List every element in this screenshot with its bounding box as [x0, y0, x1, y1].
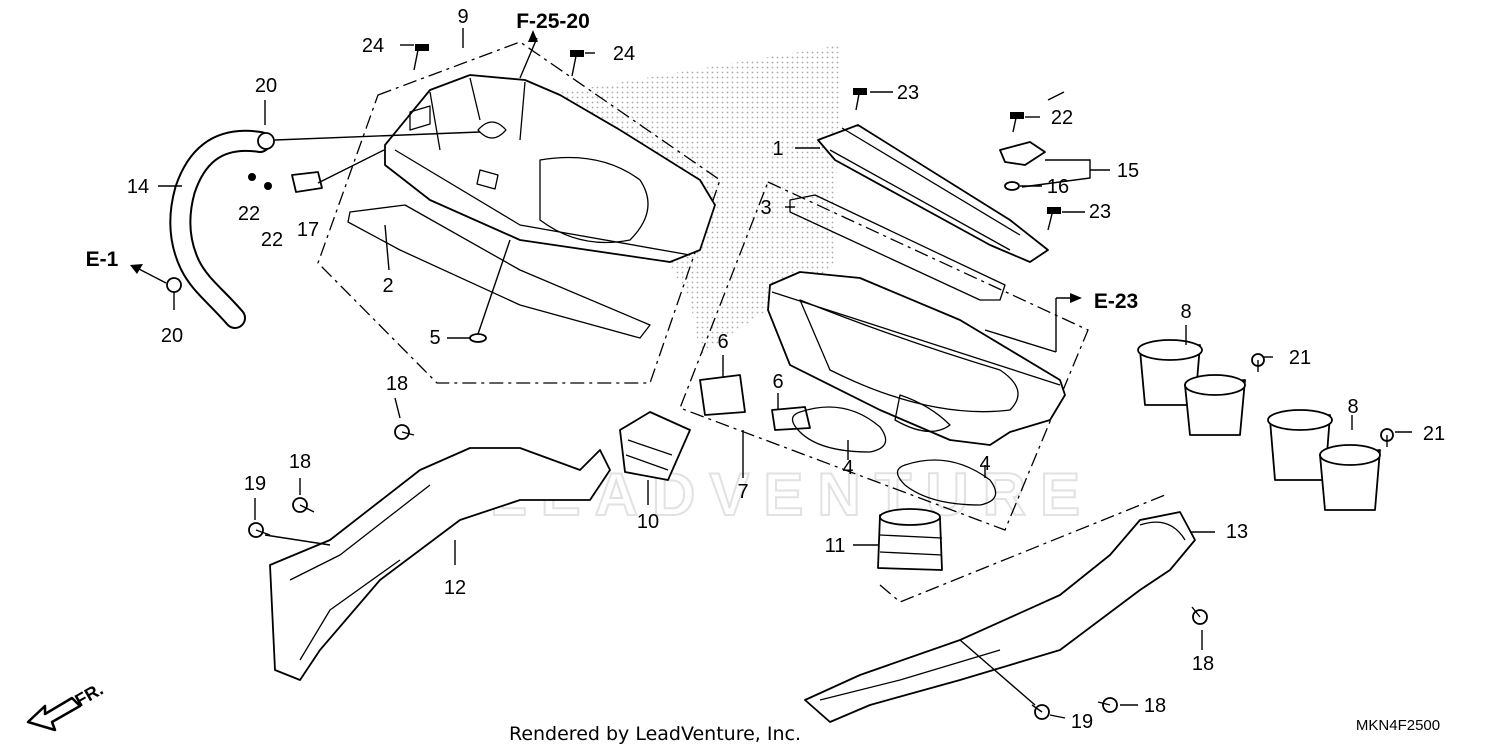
- cover-gasket: [347, 204, 651, 339]
- callout-24-right: 24: [613, 43, 635, 65]
- callout-22-a: 22: [238, 203, 260, 225]
- callout-9: 9: [457, 6, 468, 28]
- callout-15: 15: [1117, 160, 1139, 182]
- arrow-e1: [130, 264, 143, 274]
- bolt-21-lower: [1380, 428, 1394, 447]
- sponge-right: [771, 406, 811, 431]
- bolt-18-right-upper: [1191, 606, 1208, 625]
- intake-tube: [619, 411, 691, 481]
- callout-16: 16: [1047, 176, 1069, 198]
- lower-case-boundary: [679, 181, 1089, 531]
- seal-right: [896, 459, 997, 506]
- rendered-by-credit: Rendered by LeadVenture, Inc.: [509, 723, 801, 745]
- callout-13: 13: [1226, 521, 1248, 543]
- callout-14: 14: [127, 176, 149, 198]
- bolt-18-right-lower: [1097, 697, 1118, 713]
- callout-22-right: 22: [1051, 107, 1073, 129]
- callout-24-left: 24: [362, 35, 384, 57]
- callout-18-lower-left: 18: [289, 451, 311, 473]
- air-cleaner-case: [767, 271, 1066, 446]
- callout-20-bottom: 20: [161, 325, 183, 347]
- air-duct-left: [269, 447, 611, 681]
- element-gasket: [789, 194, 1006, 301]
- bolt-21-upper: [1251, 353, 1265, 372]
- reference-e23: E-23: [1094, 290, 1138, 313]
- callout-18-right-upper: 18: [1192, 653, 1214, 675]
- callout-11: 11: [825, 535, 846, 557]
- callout-19-left: 19: [244, 473, 266, 495]
- callout-7: 7: [737, 481, 748, 503]
- callout-21-lower: 21: [1423, 423, 1445, 445]
- screw-22-b: [264, 182, 272, 190]
- air-filter-element: [817, 124, 1049, 263]
- callout-10: 10: [637, 511, 659, 533]
- bolt-19-left: [248, 522, 271, 538]
- hose-clamp-upper: [257, 132, 275, 150]
- callout-18-right-lower: 18: [1144, 695, 1166, 717]
- callout-23-right: 23: [1089, 201, 1111, 223]
- bolt-24-left: [413, 44, 429, 71]
- callout-2: 2: [382, 275, 393, 297]
- callout-22-b: 22: [261, 229, 283, 251]
- o-ring: [1004, 181, 1020, 191]
- duct-boundary: [879, 494, 1166, 603]
- diagram-code: MKN4F2500: [1356, 717, 1440, 734]
- callout-18-upper-left: 18: [386, 373, 408, 395]
- callout-12: 12: [444, 577, 466, 599]
- callout-6-right: 6: [772, 371, 783, 393]
- bolt-24-right: [570, 50, 584, 77]
- callout-20-top: 20: [255, 75, 277, 97]
- screw-22-a: [248, 173, 256, 181]
- iat-sensor: [999, 141, 1046, 166]
- air-cleaner-cover: [384, 74, 716, 263]
- callout-4-right: 4: [979, 453, 990, 475]
- callout-3: 3: [760, 197, 771, 219]
- air-duct-right: [804, 511, 1196, 723]
- bolt-18-lower-left: [292, 497, 315, 513]
- leader-lines: [158, 28, 1412, 719]
- bolt-23-lower: [1047, 207, 1061, 231]
- sponge-left: [699, 374, 746, 416]
- arrow-f2520: [528, 30, 538, 42]
- callout-5: 5: [429, 327, 440, 349]
- grommet: [469, 333, 487, 343]
- callout-6-left: 6: [717, 331, 728, 353]
- reference-f2520: F-25-20: [516, 10, 590, 33]
- callout-1: 1: [772, 138, 783, 160]
- bolt-19-right: [1031, 704, 1050, 720]
- bolt-18-upper-left: [394, 424, 415, 440]
- small-sensor: [291, 171, 323, 193]
- bolt-22-right: [1010, 112, 1024, 133]
- callout-23-top: 23: [897, 82, 919, 104]
- intake-joint: [877, 508, 943, 571]
- arrow-e23: [1070, 293, 1082, 303]
- callout-19-right: 19: [1071, 711, 1093, 733]
- callout-4-left: 4: [842, 457, 853, 479]
- front-arrow: [26, 696, 82, 732]
- bolt-23-upper: [853, 88, 867, 111]
- callout-17: 17: [297, 219, 319, 241]
- upper-case-boundary: [317, 41, 721, 384]
- reference-e1: E-1: [86, 248, 119, 271]
- seal-left: [791, 406, 887, 453]
- air-funnel-lower: [1267, 409, 1381, 511]
- callout-8-upper: 8: [1180, 301, 1191, 323]
- hose-clamp-lower: [166, 277, 182, 293]
- breather-hose: [171, 131, 269, 327]
- callout-21-upper: 21: [1289, 347, 1311, 369]
- air-funnel-upper: [1137, 339, 1246, 436]
- callout-8-lower: 8: [1347, 396, 1358, 418]
